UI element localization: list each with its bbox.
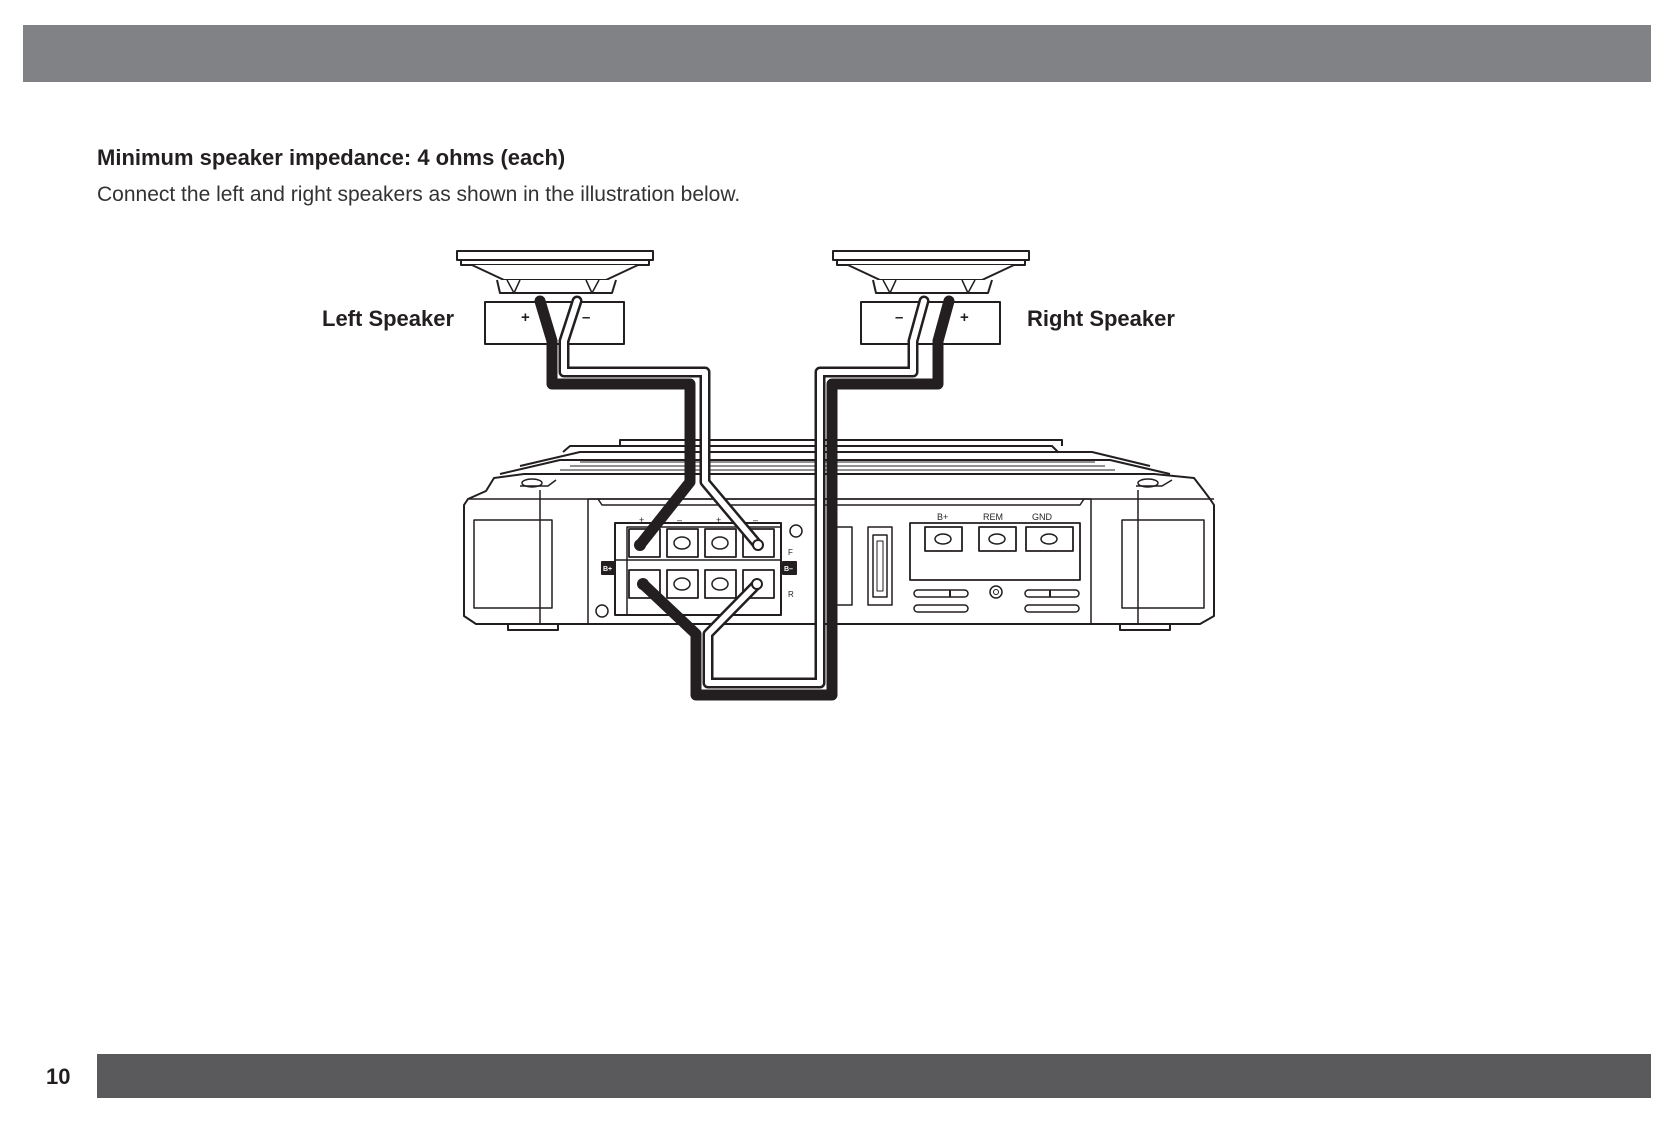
bridge-minus-label: B– xyxy=(784,566,793,573)
terminal-sign-4: – xyxy=(753,515,758,525)
terminal-sign-2: – xyxy=(677,515,682,525)
bridge-plus-label: B+ xyxy=(603,566,612,573)
amplifier-icon xyxy=(464,440,1214,630)
front-channel-label: F xyxy=(788,548,793,557)
power-gnd-label: GND xyxy=(1032,512,1053,522)
rear-channel-label: R xyxy=(788,590,794,599)
power-rem-label: REM xyxy=(983,512,1003,522)
right-speaker-icon xyxy=(833,251,1029,344)
terminal-sign-3: + xyxy=(716,515,721,525)
terminal-sign-1: + xyxy=(639,515,644,525)
left-speaker-icon xyxy=(457,251,653,344)
right-speaker-minus-sign: – xyxy=(895,309,903,326)
power-bplus-label: B+ xyxy=(937,512,948,522)
right-speaker-plus-sign: + xyxy=(960,309,969,326)
left-speaker-minus-sign: – xyxy=(582,309,590,326)
page-number: 10 xyxy=(46,1064,70,1090)
bottom-footer-band xyxy=(97,1054,1651,1098)
left-speaker-plus-sign: + xyxy=(521,309,530,326)
